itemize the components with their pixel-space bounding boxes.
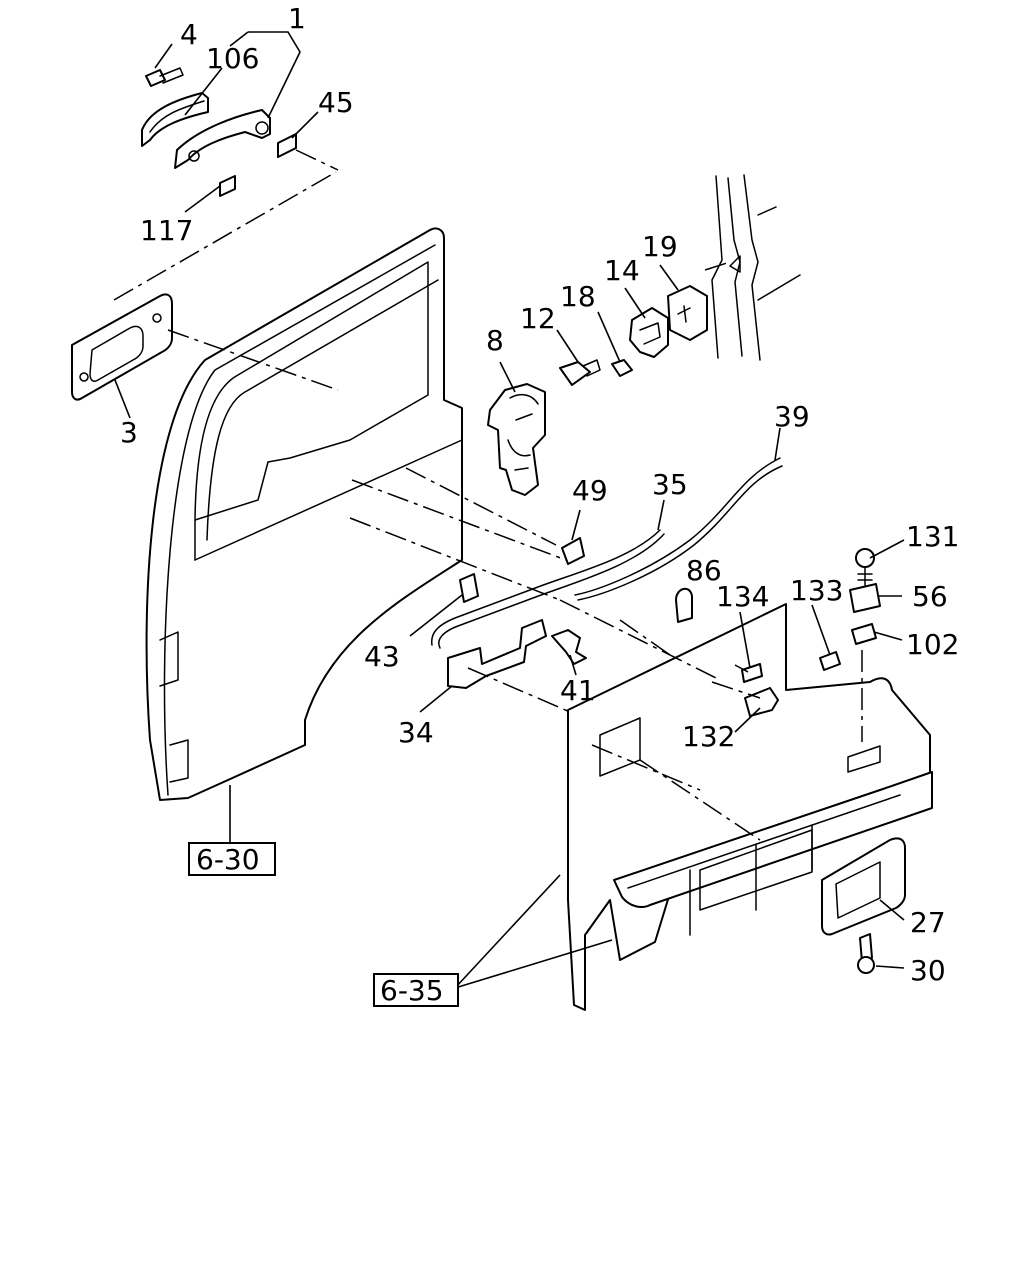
callout-27: 27 (910, 906, 946, 939)
callout-45: 45 (318, 86, 354, 119)
reference-6-35-text: 6-35 (380, 974, 444, 1007)
callout-19: 19 (642, 230, 678, 263)
callout-4: 4 (180, 18, 198, 51)
leader-lines (114, 31, 905, 989)
window-garnish (71, 293, 173, 401)
callout-14: 14 (604, 254, 640, 287)
reference-6-30: 6-30 (188, 842, 276, 876)
callout-106: 106 (206, 42, 259, 75)
callout-102: 102 (906, 628, 959, 661)
callout-34: 34 (398, 716, 434, 749)
callout-41: 41 (560, 674, 596, 707)
reference-6-30-text: 6-30 (196, 843, 260, 876)
callout-43: 43 (364, 640, 400, 673)
callout-49: 49 (572, 474, 608, 507)
callout-18: 18 (560, 280, 596, 313)
callout-39: 39 (774, 400, 810, 433)
callout-131: 131 (906, 520, 959, 553)
callout-35: 35 (652, 468, 688, 501)
callout-1: 1 (288, 2, 306, 35)
door-latch (487, 383, 546, 496)
striker-assembly (559, 285, 708, 386)
small-clips (459, 537, 693, 623)
door-trim-panel (567, 603, 933, 1011)
callout-labels: 1 4 106 45 117 3 8 12 18 14 19 39 35 49 … (120, 2, 959, 987)
assembly-lines (113, 149, 863, 841)
reference-6-35: 6-35 (373, 973, 459, 1007)
callout-30: 30 (910, 954, 946, 987)
callout-8: 8 (486, 324, 504, 357)
callout-117: 117 (140, 214, 193, 247)
callout-86: 86 (686, 554, 722, 587)
callout-132: 132 (682, 720, 735, 753)
callout-56: 56 (912, 580, 948, 613)
callout-12: 12 (520, 302, 556, 335)
body-pillar (711, 174, 801, 361)
inside-handle-bezel (821, 837, 906, 974)
door-outer-panel (145, 227, 463, 801)
outside-handle (447, 619, 587, 689)
control-rods (430, 457, 783, 649)
callout-133: 133 (790, 574, 843, 607)
callout-134: 134 (716, 580, 769, 613)
callout-3: 3 (120, 416, 138, 449)
assist-grip-assembly (141, 67, 297, 197)
